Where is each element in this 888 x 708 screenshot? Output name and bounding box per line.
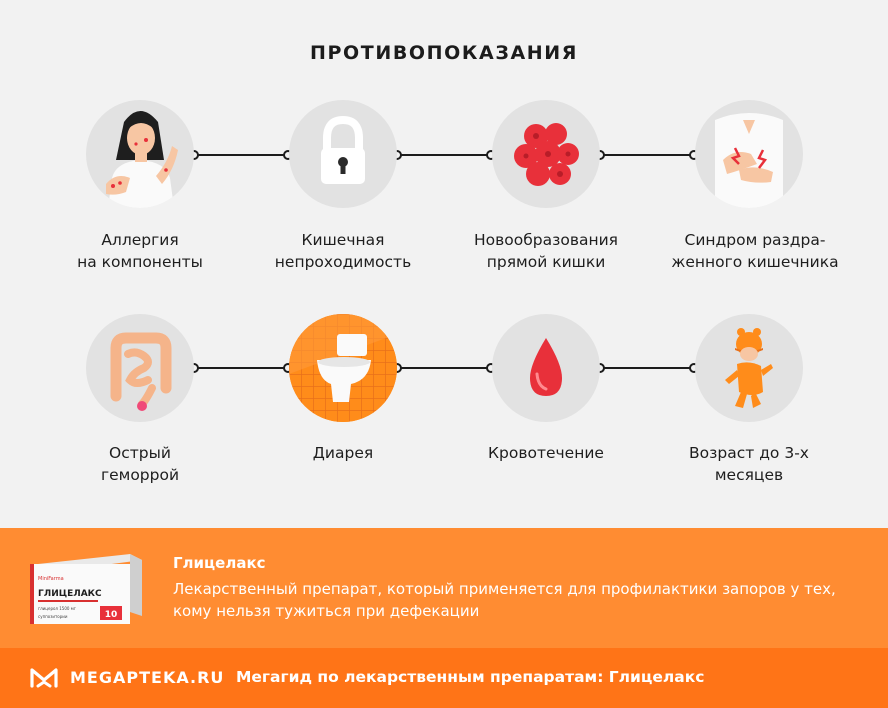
connector-line	[397, 154, 491, 156]
product-promo: MiniFarma ГЛИЦЕЛАКС глицерол 1500 мг суп…	[0, 528, 888, 648]
svg-text:MiniFarma: MiniFarma	[38, 576, 64, 582]
connector-line	[600, 367, 694, 369]
product-name[interactable]: Глицелакс	[173, 554, 266, 572]
footer-bar: MEGAPTEKA.RU Мегагид по лекарственным пр…	[0, 648, 888, 708]
stomach-pain-icon	[695, 100, 803, 208]
connector-line	[194, 367, 288, 369]
megapteka-logo-icon	[30, 668, 58, 688]
blood-drop-icon	[492, 314, 600, 422]
baby-icon	[695, 314, 803, 422]
svg-text:глицерол 1500 мг: глицерол 1500 мг	[38, 606, 76, 611]
site-logo-link[interactable]: MEGAPTEKA.RU	[70, 668, 225, 687]
footer-guide-link[interactable]: Мегагид по лекарственным препаратам: Гли…	[236, 668, 705, 686]
connector-line	[397, 367, 491, 369]
contraindication-label: Диарея	[312, 444, 374, 462]
contraindication-label: Кровотечение	[488, 444, 604, 462]
woman-allergy-icon	[86, 100, 194, 208]
page-title: ПРОТИВОПОКАЗАНИЯ	[310, 42, 578, 64]
contraindication-label: Синдром раздра-женного кишечника	[671, 231, 839, 271]
product-box-image: MiniFarma ГЛИЦЕЛАКС глицерол 1500 мг суп…	[30, 550, 144, 626]
connector-line	[600, 154, 694, 156]
svg-text:ГЛИЦЕЛАКС: ГЛИЦЕЛАКС	[38, 589, 102, 599]
cells-icon	[492, 100, 600, 208]
intestine-icon	[86, 314, 194, 422]
connector-line	[194, 154, 288, 156]
svg-text:суппозитории: суппозитории	[38, 614, 68, 619]
svg-text:10: 10	[105, 610, 118, 620]
padlock-icon	[289, 100, 397, 208]
product-description: Лекарственный препарат, который применяе…	[173, 580, 836, 620]
toilet-icon	[289, 314, 397, 422]
